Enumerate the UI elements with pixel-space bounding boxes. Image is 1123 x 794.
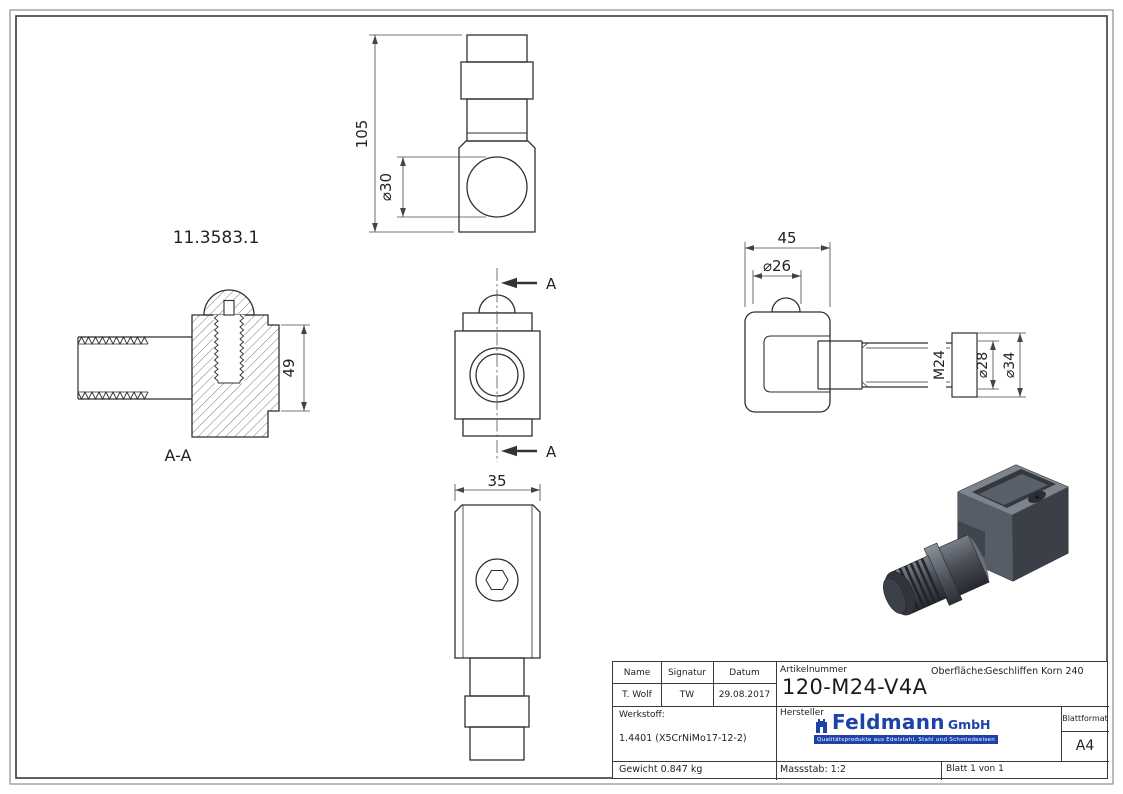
titleblock-divider: [613, 683, 776, 684]
titleblock-divider: [661, 662, 662, 706]
screw-slot: [223, 299, 235, 316]
part-ref: 11.3583.1: [173, 228, 260, 248]
front-view: [458, 34, 536, 233]
oberflaeche-label: Oberfläche:: [931, 666, 987, 677]
dim-dia34: ⌀34: [1002, 352, 1018, 378]
titleblock-divider: [613, 706, 1109, 707]
artikelnummer-header: Artikelnummer: [780, 665, 847, 675]
cut-letter-bottom: A: [546, 443, 557, 461]
massstab-value: Massstab: 1:2: [780, 764, 846, 775]
dim-49: 49: [280, 358, 298, 377]
sheet-frame: [9, 9, 1114, 785]
iso-stud: [883, 534, 990, 616]
dim-dia28: ⌀28: [975, 352, 991, 378]
werkstoff-value: 1.4401 (X5CrNiMo17-12-2): [619, 733, 747, 744]
oberflaeche-value: Geschliffen Korn 240: [985, 666, 1084, 677]
titleblock-divider: [1061, 731, 1109, 732]
signatur-header: Signatur: [667, 667, 707, 678]
werkstoff-label: Werkstoff:: [619, 710, 665, 720]
name-header: Name: [623, 667, 651, 678]
blatt-value: Blatt 1 von 1: [946, 764, 1004, 774]
titleblock-divider: [613, 761, 1109, 762]
blattformat-label: Blattformat: [1062, 714, 1108, 723]
dim-35: 35: [487, 472, 506, 490]
title-block: Name Signatur Datum T. Wolf TW 29.08.201…: [612, 661, 1109, 780]
dim-dia26: ⌀26: [763, 257, 791, 275]
bottom-dims: [454, 484, 541, 501]
set-screw: [213, 314, 245, 384]
artikelnummer-value: 120-M24-V4A: [782, 675, 928, 699]
blattformat-value: A4: [1075, 738, 1095, 754]
feldmann-logo: Feldmann GmbH Qualitätsprodukte aus Edel…: [814, 710, 999, 744]
front-view-dims: [369, 34, 486, 233]
iso-view: [883, 464, 1069, 616]
section-cut-markers: [501, 277, 537, 457]
gewicht-value: Gewicht 0.847 kg: [619, 764, 703, 775]
side-view: [744, 242, 1026, 413]
logo-brand: Feldmann: [832, 710, 945, 734]
dim-dia30: ⌀30: [377, 173, 395, 201]
thread-label-mask: [928, 341, 946, 389]
datum-value: 29.08.2017: [718, 689, 771, 700]
logo-suffix: GmbH: [947, 717, 991, 732]
dim-105: 105: [353, 120, 371, 149]
set-screw-bore: [213, 314, 245, 384]
castle-icon: [816, 719, 827, 733]
dim-m24: M24: [932, 350, 948, 380]
logo-tagline: Qualitätsprodukte aus Edelstahl, Stahl u…: [814, 735, 999, 744]
titleblock-divider: [941, 761, 942, 780]
signatur-value: TW: [679, 689, 695, 700]
threaded-shaft: [817, 332, 978, 398]
name-value: T. Wolf: [622, 689, 652, 700]
hersteller-label: Hersteller: [780, 708, 824, 718]
titleblock-divider: [1061, 706, 1062, 761]
section-view-aa: [77, 289, 310, 438]
section-title: A-A: [165, 446, 192, 465]
titleblock-divider: [713, 662, 714, 706]
dim-45: 45: [777, 229, 796, 247]
titleblock-divider: [776, 662, 777, 780]
bottom-view: [454, 484, 541, 761]
section-dims: [281, 324, 310, 412]
center-view: [454, 268, 541, 462]
datum-header: Datum: [729, 667, 760, 678]
side-dims: [744, 242, 1026, 398]
cut-letter-top: A: [546, 275, 557, 293]
threaded-rod: [77, 335, 192, 401]
